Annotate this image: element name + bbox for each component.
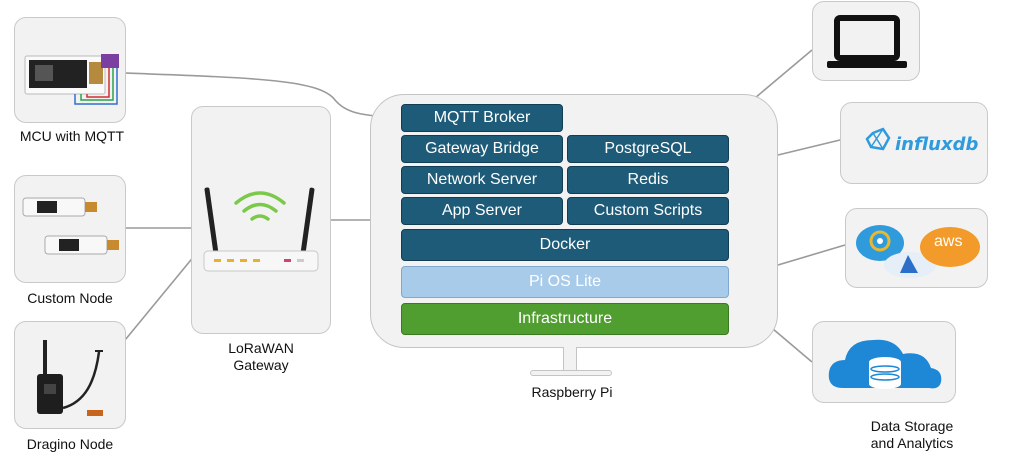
pi-to-influx-line bbox=[777, 139, 841, 156]
laptop-card bbox=[812, 1, 920, 81]
cloud-database-icon bbox=[828, 339, 942, 389]
pi-to-cloud-line bbox=[777, 244, 846, 266]
gateway-label: LoRaWAN Gateway bbox=[228, 340, 294, 373]
network-server-block: Network Server bbox=[401, 166, 563, 194]
data-storage-label: Data Storage and Analytics bbox=[870, 418, 954, 451]
redis-block: Redis bbox=[567, 166, 729, 194]
influxdb-wordmark: influxdb bbox=[895, 134, 979, 155]
mcu-label: MCU with MQTT bbox=[19, 128, 125, 144]
dragino-node-label: Dragino Node bbox=[26, 436, 114, 452]
pi-os-block: Pi OS Lite bbox=[401, 266, 729, 298]
influxdb-logo-icon bbox=[865, 127, 891, 151]
dragino-device-icon bbox=[37, 340, 103, 416]
pi-label: Raspberry Pi bbox=[531, 384, 613, 400]
gateway-router-icon bbox=[203, 187, 319, 272]
mcu-node-card bbox=[14, 17, 126, 123]
docker-block: Docker bbox=[401, 229, 729, 261]
app-server-block: App Server bbox=[401, 197, 563, 225]
custom-scripts-block: Custom Scripts bbox=[567, 197, 729, 225]
dragino-to-gateway-line bbox=[124, 254, 196, 341]
custom-node-card bbox=[14, 175, 126, 283]
laptop-icon bbox=[827, 15, 907, 68]
data-storage-card bbox=[812, 321, 956, 403]
custom-board-icon bbox=[22, 197, 119, 255]
gateway-bridge-block: Gateway Bridge bbox=[401, 135, 563, 163]
pi-monitor-stand bbox=[563, 347, 577, 371]
gateway-card bbox=[191, 106, 331, 334]
influxdb-card: influxdb bbox=[840, 102, 988, 184]
pi-monitor-base bbox=[530, 370, 612, 376]
custom-node-label: Custom Node bbox=[27, 290, 113, 306]
infrastructure-block: Infrastructure bbox=[401, 303, 729, 335]
aws-cloud-icon bbox=[920, 227, 980, 267]
mqtt-broker-block: MQTT Broker bbox=[401, 104, 563, 132]
mcu-board-icon bbox=[24, 54, 119, 105]
dragino-node-card bbox=[14, 321, 126, 429]
cloud-providers-icon bbox=[856, 225, 980, 278]
cloud-providers-card: aws bbox=[845, 208, 988, 288]
pi-to-laptop-line bbox=[754, 49, 813, 99]
mcu-to-mqtt-arrow bbox=[124, 72, 397, 124]
aws-wordmark: aws bbox=[934, 233, 963, 250]
postgresql-block: PostgreSQL bbox=[567, 135, 729, 163]
